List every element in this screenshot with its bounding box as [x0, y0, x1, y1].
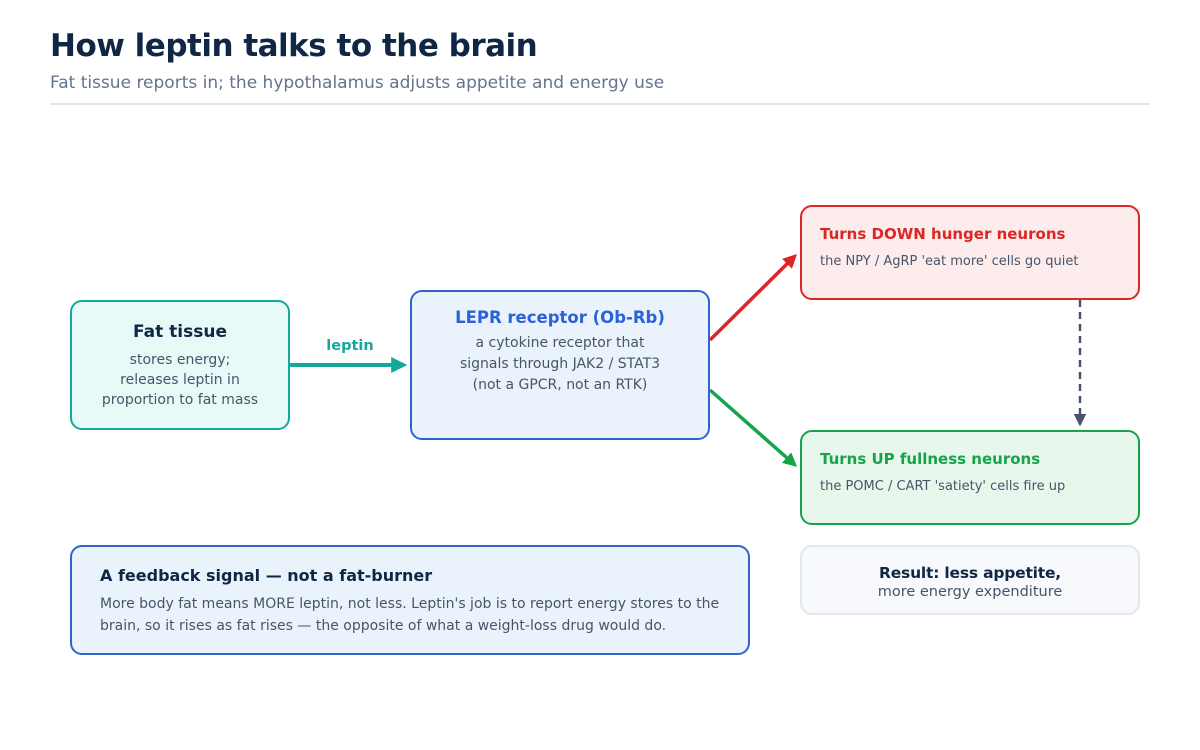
- result-summary: Result: less appetite, more energy expen…: [800, 545, 1140, 615]
- fullness-neurons-title: Turns UP fullness neurons: [820, 450, 1041, 468]
- fat-tissue-line: proportion to fat mass: [101, 392, 259, 408]
- lepr-line: signals through JAK2 / STAT3: [459, 356, 661, 372]
- feedback-note: A feedback signal — not a fat-burner Mor…: [70, 545, 750, 655]
- leptin-arrow-label: leptin: [326, 338, 374, 354]
- fullness-neurons-description: the POMC / CART 'satiety' cells fire up: [820, 479, 1066, 494]
- hunger-neurons-node: Turns DOWN hunger neurons the NPY / AgRP…: [800, 205, 1140, 300]
- fat-tissue-title: Fat tissue: [133, 322, 227, 342]
- lepr-line: a cytokine receptor that: [475, 335, 645, 351]
- fat-tissue-line: stores energy;: [129, 352, 231, 368]
- fat-tissue-node: Fat tissue stores energy; releases lepti…: [70, 300, 290, 430]
- hunger-neurons-title: Turns DOWN hunger neurons: [820, 225, 1066, 243]
- lepr-line: (not a GPCR, not an RTK): [472, 377, 648, 393]
- result-summary-title: Result: less appetite,: [879, 564, 1061, 582]
- fat-tissue-line: releases leptin in: [120, 372, 240, 388]
- result-summary-text: more energy expenditure: [877, 584, 1063, 600]
- lepr-receptor-description: a cytokine receptor that signals through…: [412, 333, 708, 396]
- arrow-lepr-to-hunger: [708, 254, 797, 342]
- page-title: How leptin talks to the brain: [50, 28, 538, 64]
- fat-tissue-description: stores energy; releases leptin in propor…: [72, 350, 288, 410]
- header-divider: [50, 103, 1150, 105]
- arrow-lepr-to-fullness: [708, 388, 798, 467]
- fullness-neurons-node: Turns UP fullness neurons the POMC / CAR…: [800, 430, 1140, 525]
- page-subtitle: Fat tissue reports in; the hypothalamus …: [50, 73, 665, 93]
- hunger-neurons-description: the NPY / AgRP 'eat more' cells go quiet: [820, 254, 1079, 269]
- lepr-receptor-title: LEPR receptor (Ob-Rb): [455, 308, 665, 327]
- feedback-note-title: A feedback signal — not a fat-burner: [100, 566, 433, 585]
- feedback-note-text: More body fat means MORE leptin, not les…: [100, 596, 720, 634]
- lepr-receptor-node: LEPR receptor (Ob-Rb) a cytokine recepto…: [410, 290, 710, 440]
